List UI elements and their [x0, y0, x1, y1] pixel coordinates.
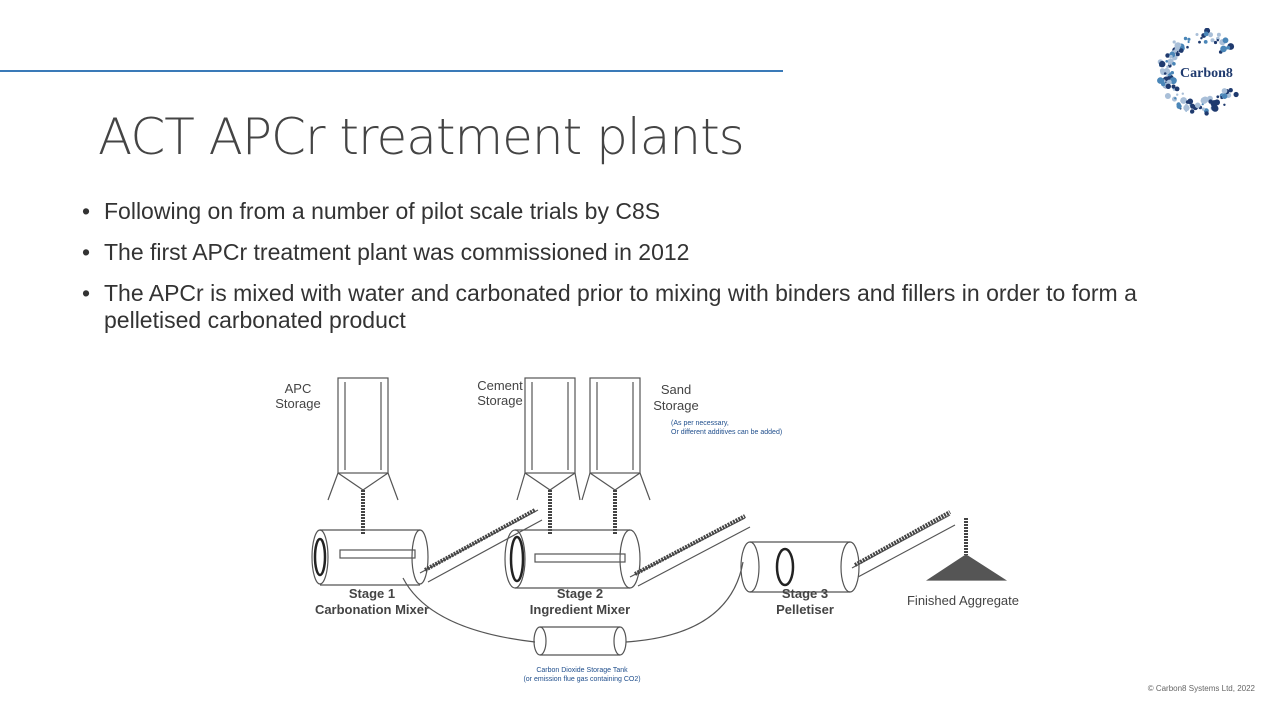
logo-dot [1170, 71, 1174, 75]
logo-dot [1165, 83, 1171, 89]
apc-silo [327, 377, 399, 535]
logo-dot [1181, 92, 1184, 95]
logo-dot [1166, 74, 1169, 77]
bullet-list: Following on from a number of pilot scal… [82, 198, 1162, 348]
logo-dot [1210, 100, 1218, 108]
logo-dot [1168, 62, 1171, 66]
logo-dot [1165, 60, 1168, 63]
logo-dot [1204, 111, 1209, 116]
logo-dot [1183, 104, 1190, 112]
logo-dot [1180, 97, 1187, 104]
logo-dot [1183, 36, 1188, 41]
logo-dot [1166, 65, 1169, 69]
logo-dot [1208, 32, 1213, 38]
logo-dot [1165, 53, 1170, 58]
logo-dot [1171, 84, 1176, 89]
cement-label: Cement [477, 378, 523, 393]
stage3-label: Stage 3 [782, 586, 828, 601]
co2-tank [402, 561, 744, 656]
logo-dot [1200, 97, 1208, 104]
logo-dot [1187, 98, 1194, 105]
logo-dot [1200, 37, 1203, 40]
logo-dot [1176, 93, 1179, 96]
logo-dot [1159, 60, 1166, 68]
additives-note: Or different additives can be added) [671, 429, 782, 436]
stage2-mixer [504, 529, 641, 589]
logo-dot [1190, 103, 1196, 109]
cement-silo [516, 377, 581, 535]
bullet-item: The first APCr treatment plant was commi… [82, 239, 1162, 266]
logo-dot [1222, 37, 1229, 44]
logo-dot [1161, 81, 1166, 87]
logo-dot [1169, 54, 1173, 59]
logo-dot [1166, 79, 1172, 85]
conveyors [419, 508, 1008, 587]
logo-dot [1163, 72, 1167, 75]
sand-label: Sand [661, 382, 691, 397]
copyright: © Carbon8 Systems Ltd, 2022 [1147, 684, 1255, 693]
logo-dot [1166, 80, 1169, 84]
logo-dot [1175, 52, 1180, 57]
logo-dot [1203, 31, 1209, 37]
bullet-item: Following on from a number of pilot scal… [82, 198, 1162, 225]
stage2-label: Ingredient Mixer [530, 602, 630, 617]
logo-dot [1213, 40, 1218, 45]
logo-dot [1216, 39, 1219, 42]
logo-dot [1210, 38, 1215, 43]
apc-label: Storage [275, 396, 321, 411]
apc-label: APC [285, 381, 312, 396]
logo-dot [1198, 40, 1201, 44]
stage3-label: Pelletiser [776, 602, 834, 617]
logo-dot [1216, 32, 1221, 37]
co2-tank-label: (or emission flue gas containing CO2) [523, 676, 640, 683]
carbon8-logo: Carbon8 [1157, 28, 1239, 116]
header-rule [0, 70, 783, 72]
logo-dot [1174, 97, 1177, 100]
stage3-pelletiser [740, 541, 860, 593]
process-diagram: APC Storage Cement Storage Sand Storage … [275, 377, 1019, 683]
logo-dot [1221, 88, 1228, 94]
stage1-mixer [311, 529, 429, 586]
stage2-label: Stage 2 [557, 586, 603, 601]
logo-dot [1190, 109, 1195, 114]
finished-aggregate-label: Finished Aggregate [907, 593, 1019, 608]
logo-dot [1195, 33, 1199, 36]
bullet-item: The APCr is mixed with water and carbona… [82, 280, 1162, 334]
stage1-label: Stage 1 [349, 586, 395, 601]
cement-label: Storage [477, 393, 523, 408]
logo-dot [1222, 47, 1227, 52]
logo-dot [1174, 42, 1182, 50]
logo-dot [1228, 88, 1233, 93]
logo-dot [1221, 93, 1228, 99]
logo-dot [1176, 103, 1182, 109]
co2-tank-label: Carbon Dioxide Storage Tank [536, 667, 628, 674]
logo-dot [1174, 86, 1180, 92]
sand-label: Storage [653, 398, 699, 413]
logo-dot [1201, 107, 1205, 111]
logo-dot [1172, 40, 1176, 44]
logo-dot [1164, 93, 1171, 99]
sand-silo [581, 377, 651, 535]
logo-dot [1187, 40, 1190, 44]
slide-title: ACT APCr treatment plants [98, 108, 745, 166]
logo-dot [1203, 40, 1208, 44]
additives-note: (As per necessary, [671, 420, 729, 427]
logo-dot [1223, 103, 1226, 107]
logo-dot [1172, 62, 1176, 66]
logo-dot [1216, 95, 1220, 99]
logo-dot [1233, 91, 1239, 98]
logo-dot [1194, 102, 1201, 109]
stage1-label: Carbonation Mixer [315, 602, 429, 617]
logo-text: Carbon8 [1180, 66, 1233, 81]
logo-dot [1186, 45, 1189, 49]
logo-dot [1187, 37, 1191, 41]
logo-dot [1179, 48, 1184, 53]
